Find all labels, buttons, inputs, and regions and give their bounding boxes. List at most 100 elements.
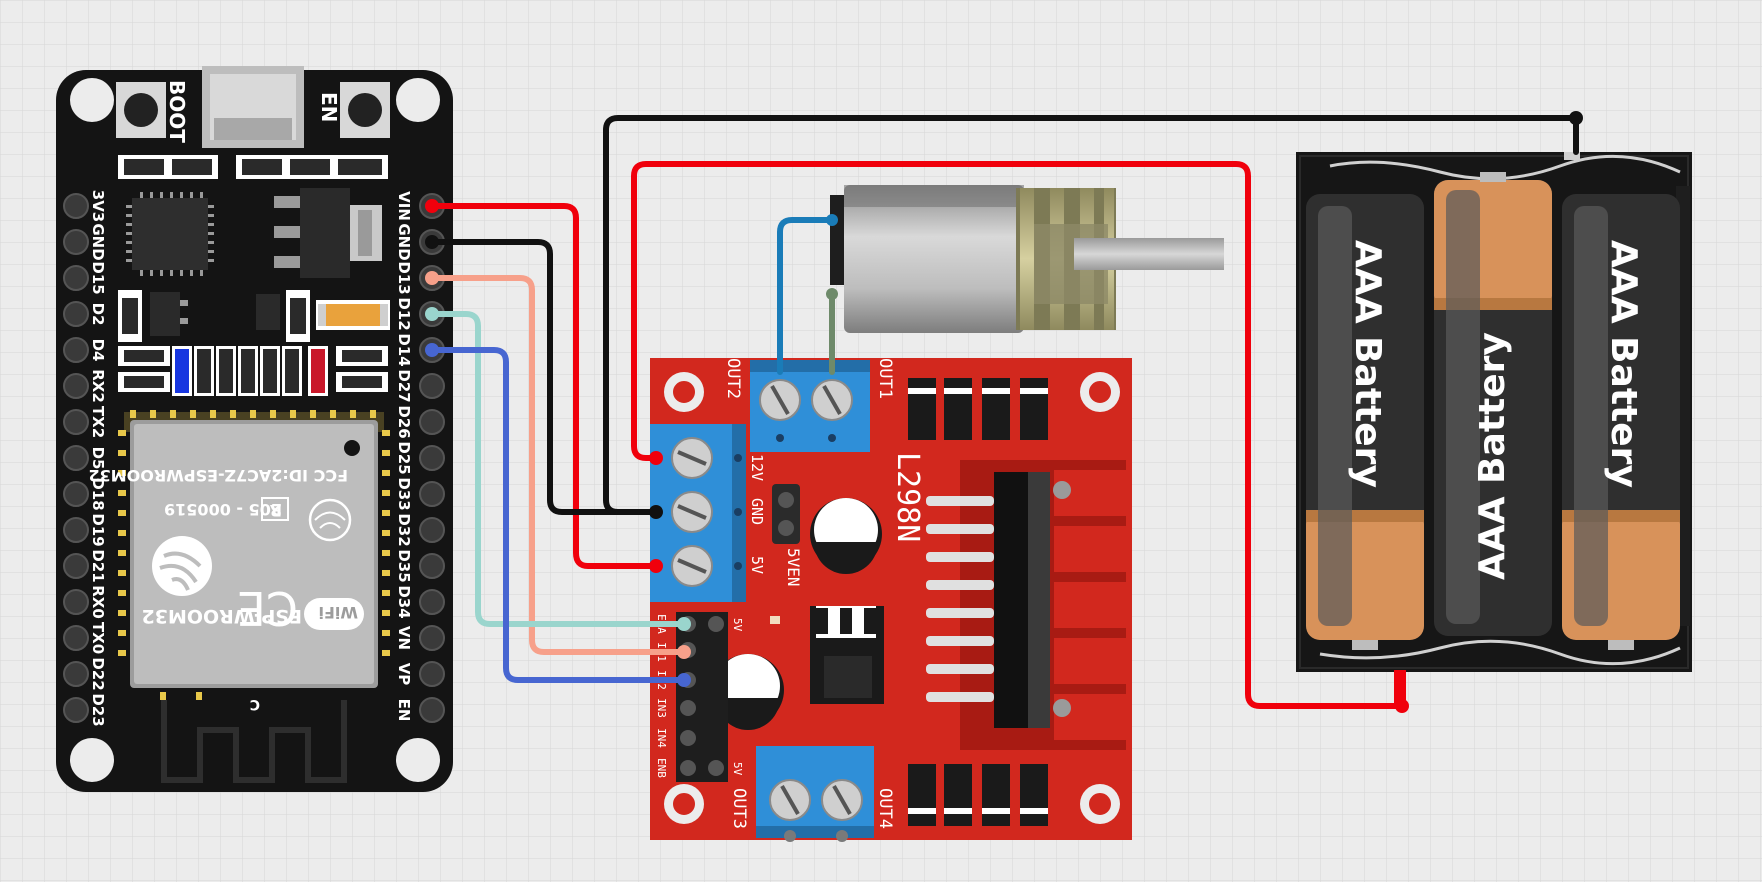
esp32-pin-d19[interactable]	[63, 517, 89, 543]
mounting-hole	[396, 738, 440, 782]
esp32-pin-d32-right[interactable]	[419, 517, 445, 543]
power-label-5v: 5V	[748, 556, 766, 574]
mounting-hole	[70, 738, 114, 782]
esp32-pin-d34-right[interactable]	[419, 589, 445, 615]
esp32-right-pin-label: VP	[395, 663, 413, 686]
esp32-left-pin-label: RX0	[89, 585, 107, 619]
esp32-pin-d23[interactable]	[63, 697, 89, 723]
wire-d12-to-ena[interactable]	[429, 311, 687, 627]
battery-holder[interactable]: AAA Battery AAA Battery AAA Battery	[1296, 152, 1692, 672]
usb-port	[202, 66, 304, 148]
esp32-pin-d26-right[interactable]	[419, 409, 445, 435]
esp32-right-pin-label: D14	[395, 333, 413, 366]
esp32-pin-tx2[interactable]	[63, 409, 89, 435]
wire-battery-positive[interactable]	[631, 161, 1405, 709]
power-terminal-block[interactable]	[650, 424, 746, 602]
esp32-pin-en-right[interactable]	[419, 697, 445, 723]
wire-battery-negative[interactable]	[603, 115, 1579, 515]
esp32-left-pin-label: GND	[89, 223, 107, 260]
antenna: C	[160, 692, 347, 783]
boot-button[interactable]	[116, 82, 166, 138]
espressif-logo-icon	[152, 536, 212, 596]
wire-vin-to-12v[interactable]	[429, 203, 659, 569]
jumper-5ven-label: 5VEN	[784, 548, 803, 587]
esp32-pin-d5[interactable]	[63, 445, 89, 471]
driver-name-label: L298N	[890, 452, 925, 542]
battery-cell-2-label: AAA Battery	[1472, 332, 1513, 580]
mounting-hole	[70, 78, 114, 122]
smd-components-mid	[118, 290, 390, 342]
wire-d13-to-in1[interactable]	[429, 275, 687, 655]
regulatory-logo-icon	[308, 498, 352, 542]
wire-out2-to-motor[interactable]	[777, 217, 835, 375]
battery-cell-1-label: AAA Battery	[1347, 240, 1388, 488]
esp32-pin-d18[interactable]	[63, 481, 89, 507]
esp32-pin-rx2[interactable]	[63, 373, 89, 399]
esp32-right-pin-label: GND	[395, 223, 413, 260]
r-mark-icon: R	[261, 497, 289, 521]
esp32-pin-d33-right[interactable]	[419, 481, 445, 507]
esp32-right-pin-label: D34	[395, 585, 413, 618]
battery-cell-3: AAA Battery	[1562, 194, 1680, 650]
en-button[interactable]	[340, 82, 390, 138]
out1-out2-terminal-block[interactable]	[750, 360, 870, 452]
ce-mark: CE	[237, 581, 298, 635]
esp32-pin-d21[interactable]	[63, 553, 89, 579]
en-button-label: EN	[317, 92, 341, 122]
esp32-left-pin-label: RX2	[89, 369, 107, 403]
esp32-pin-tx0[interactable]	[63, 625, 89, 651]
wire-d14-to-in2[interactable]	[429, 347, 687, 683]
voltage-regulator	[274, 188, 382, 278]
esp32-pin-d35-right[interactable]	[419, 553, 445, 579]
esp32-left-pin-label: TX0	[89, 622, 107, 654]
esp32-pin-d2[interactable]	[63, 301, 89, 327]
wires	[425, 111, 1583, 713]
smd-components-top	[118, 155, 388, 179]
esp32-right-pin-labels: VINGNDD13D12D14D27D26D25D33D32D35D34VNVP…	[395, 191, 413, 721]
out3-out4-terminal-block[interactable]	[756, 746, 874, 842]
esp32-pin-3v3[interactable]	[63, 193, 89, 219]
dc-gear-motor[interactable]	[826, 185, 1224, 333]
esp32-left-pin-label: TX2	[89, 406, 107, 438]
power-label-gnd: GND	[748, 498, 766, 525]
esp32-left-pin-label: D21	[89, 549, 107, 582]
esp32-left-pin-label: D22	[89, 657, 107, 690]
esp32-left-pin-label: D15	[89, 261, 107, 294]
l298n-driver-board[interactable]: L298N 5VEN	[650, 358, 1132, 842]
esp32-right-pin-label: D26	[395, 405, 413, 438]
esp32-left-pin-label: D2	[89, 303, 107, 326]
esp32-pin-vn-right[interactable]	[419, 625, 445, 651]
esp32-left-pin-label: D19	[89, 513, 107, 546]
esp32-pin-d22[interactable]	[63, 661, 89, 687]
out1-label: OUT1	[875, 358, 895, 399]
esp32-right-pin-label: EN	[395, 699, 413, 722]
smd-led-row	[118, 346, 388, 396]
battery-cell-3-label: AAA Battery	[1603, 240, 1644, 488]
module-r-code-text: 205 - 000519	[164, 500, 282, 519]
out3-label: OUT3	[729, 788, 749, 829]
jumper-5ven[interactable]	[772, 484, 800, 544]
module-dot	[344, 440, 360, 456]
esp32-board[interactable]: BOOT EN	[56, 66, 453, 792]
esp32-left-pin-label: D23	[89, 693, 107, 726]
wire-gnd-to-gnd[interactable]	[429, 239, 659, 515]
esp32-pin-d4[interactable]	[63, 337, 89, 363]
usb-serial-chip	[126, 192, 214, 276]
esp32-right-pin-label: VN	[395, 626, 413, 650]
control-header[interactable]	[676, 612, 728, 782]
esp32-right-pin-label: D27	[395, 369, 413, 402]
esp32-pin-d15[interactable]	[63, 265, 89, 291]
battery-cell-1: AAA Battery	[1306, 194, 1424, 650]
five-v-bottom-label: 5V	[731, 762, 744, 776]
esp32-pin-rx0[interactable]	[63, 589, 89, 615]
esp32-pin-d25-right[interactable]	[419, 445, 445, 471]
smd-led	[770, 616, 780, 624]
antenna-mark: C	[250, 696, 260, 712]
esp32-right-pin-label: D35	[395, 549, 413, 582]
esp32-pin-gnd[interactable]	[63, 229, 89, 255]
esp32-pin-d27-right[interactable]	[419, 373, 445, 399]
control-header-label-in4: IN4	[655, 728, 668, 748]
esp32-right-pin-label: D33	[395, 477, 413, 510]
esp32-pin-vp-right[interactable]	[419, 661, 445, 687]
